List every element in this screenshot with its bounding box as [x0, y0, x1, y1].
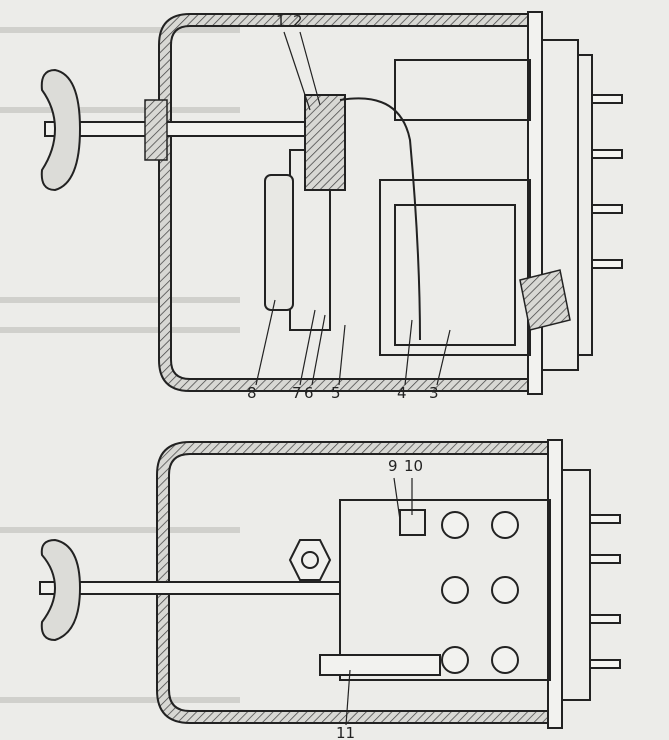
callout-8: 8	[247, 384, 257, 402]
callout-9: 9	[388, 457, 398, 475]
callout-3: 3	[429, 384, 439, 402]
bleed-through-text	[0, 27, 240, 703]
callout-10: 10	[404, 457, 424, 475]
callout-7: 7	[292, 384, 302, 402]
callout-11: 11	[336, 724, 356, 740]
callout-5: 5	[331, 384, 341, 402]
leader-lines	[255, 31, 451, 726]
callout-2: 2	[293, 12, 303, 30]
callout-6: 6	[304, 384, 314, 402]
top-view-housing	[40, 11, 623, 395]
callout-1: 1	[276, 12, 286, 30]
bottom-view-housing	[39, 439, 621, 729]
callout-4: 4	[397, 384, 407, 402]
